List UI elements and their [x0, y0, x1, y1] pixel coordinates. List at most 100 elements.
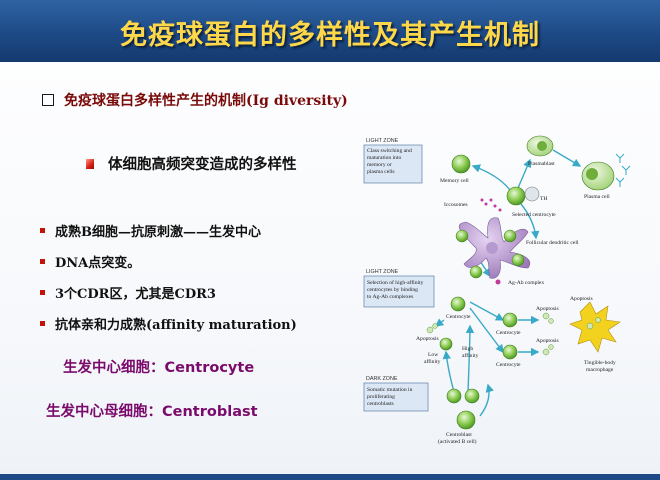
centrocyte-cell-a: [450, 296, 466, 312]
ag-ab-complex-label: Ag-Ab complex: [508, 280, 544, 286]
centrocyte-cell: [511, 253, 525, 267]
iccosome-dots: [480, 198, 502, 212]
arrow-low-affinity: [442, 350, 455, 393]
checkbox-bullet-icon: [42, 94, 54, 106]
slide-title: 免疫球蛋白的多样性及其产生机制: [120, 20, 540, 51]
macrophage-body: [569, 301, 621, 353]
arrow-high-affinity-up: [465, 324, 475, 393]
plasmablast-nucleus: [537, 141, 547, 151]
apoptotic-body: [542, 348, 550, 356]
tingible-body-label: Tingible-body: [584, 360, 616, 366]
bullet-text: 抗体亲和力成熟(affinity maturation): [55, 318, 297, 333]
activated-b-cell: [456, 410, 476, 430]
dark-zone-label: DARK ZONE: [366, 376, 398, 382]
box-top-line: memory or: [367, 162, 392, 168]
apoptotic-bodies: [426, 312, 554, 356]
light-zone-centrocytes: [455, 229, 525, 279]
apoptosis-label-a: Apoptosis: [416, 336, 439, 342]
centroblast-definition: 生发中心母细胞：Centroblast: [46, 404, 258, 420]
centroblast-label: (activated B cell): [438, 438, 477, 445]
box-mid-line: Selection of high-affinity: [367, 279, 424, 286]
section-heading: 免疫球蛋白多样性产生的机制(Ig diversity): [42, 90, 348, 110]
box-dark-line: proliferating: [367, 393, 395, 400]
low-affinity-label: affinity: [424, 358, 441, 365]
antibody-icon: [615, 153, 625, 163]
bullet-list: 成熟B细胞—抗原刺激——生发中心 DNA点突变。 3个CDR区，尤其是CDR3 …: [40, 221, 297, 345]
antibody-icon: [621, 165, 631, 175]
dark-zone-centroblasts: [446, 388, 480, 430]
box-mid-line: to Ag-Ab complexes: [367, 294, 413, 300]
centroblast-cell: [464, 388, 480, 404]
engulfed-body: [586, 322, 594, 330]
somatic-mutation-box: [363, 382, 429, 412]
memory-cell: [451, 154, 471, 174]
arrow-fdc: [520, 203, 540, 240]
apoptotic-body: [548, 344, 554, 350]
centrocyte-cell: [503, 229, 517, 243]
box-top-line: Class switching and: [367, 148, 412, 154]
germinal-center-diagram: LIGHT ZONE Class switching and maturatio…: [363, 135, 631, 445]
square-bullet-icon: [40, 290, 45, 295]
box-dark-line: centroblasts: [367, 401, 394, 407]
apoptotic-body: [426, 326, 434, 334]
selected-centrocyte-label: Selected centrocyte: [512, 212, 556, 218]
box-top-line: maturation into: [367, 155, 402, 161]
square-bullet-icon: [40, 228, 45, 233]
arrow-to-memory: [471, 164, 511, 191]
low-affinity-cell: [439, 337, 453, 351]
apoptosis-label-b: Apoptosis: [536, 306, 559, 312]
list-item: 抗体亲和力成熟(affinity maturation): [40, 314, 297, 345]
sub-heading-text: 体细胞高频突变造成的多样性: [108, 157, 297, 173]
arrow-to-plasmablast: [517, 158, 532, 189]
engulfed-body: [595, 317, 601, 323]
section-heading-text: 免疫球蛋白多样性产生的机制(Ig diversity): [64, 93, 348, 109]
centrocyte-cell: [455, 229, 469, 243]
ag-ab-complex-dot: [495, 279, 501, 285]
tingible-body-label: macrophage: [586, 367, 614, 373]
follicular-dendritic-cell: [458, 217, 530, 279]
apoptotic-body: [432, 323, 438, 329]
arrow-centrocyte-b: [469, 301, 505, 321]
centrocyte-cell-b: [502, 312, 518, 328]
title-bar: 免疫球蛋白的多样性及其产生机制: [0, 0, 660, 62]
th-label: TH: [540, 196, 547, 202]
high-affinity-label: High: [462, 346, 473, 352]
apoptotic-body: [548, 318, 554, 324]
box-mid-line: centrocytes by binding: [367, 287, 418, 293]
plasma-cell-nucleus: [586, 168, 598, 180]
follicular-dendritic-label: Follicular dendritic cell: [526, 240, 579, 246]
apoptotic-body: [542, 312, 550, 320]
list-item: 成熟B细胞—抗原刺激——生发中心: [40, 221, 297, 252]
iccosome-dot: [484, 202, 488, 206]
flow-arrows: [434, 149, 582, 417]
antibody-icon: [615, 177, 625, 187]
square-bullet-icon: [40, 321, 45, 326]
centroblast-label: Centroblast: [446, 432, 472, 438]
plasmablast-label: Plasmablast: [528, 161, 555, 167]
centrocyte-definition: 生发中心细胞：Centrocyte: [63, 360, 255, 376]
iccosomes-label: Iccosomes: [444, 202, 468, 208]
centrocyte-label-a: Centrocyte: [446, 314, 471, 320]
bullet-text: DNA点突变。: [55, 256, 141, 271]
antibody-icons: [615, 153, 631, 187]
centroblast-cell: [446, 388, 462, 404]
arrow-centrocyte-c: [469, 307, 504, 354]
iccosome-dot: [493, 204, 497, 208]
square-bullet-icon: [40, 259, 45, 264]
arrow-centroblast-loop: [479, 383, 494, 417]
apoptosis-label-c: Apoptosis: [536, 338, 559, 344]
box-top-line: plasma cells: [367, 169, 395, 175]
selection-box: [363, 275, 435, 308]
plasma-cell-label: Plasma cell: [584, 194, 610, 200]
high-affinity-label: affinity: [462, 352, 479, 359]
bullet-text: 成熟B细胞—抗原刺激——生发中心: [55, 225, 261, 240]
iccosome-dot: [498, 208, 502, 212]
class-switching-box: [363, 144, 423, 184]
list-item: DNA点突变。: [40, 252, 297, 283]
list-item: 3个CDR区，尤其是CDR3: [40, 283, 297, 314]
red-cube-bullet-icon: [86, 159, 94, 169]
th-cell: [524, 186, 540, 202]
fdc-nucleus: [486, 242, 498, 254]
iccosome-dot: [480, 198, 484, 202]
